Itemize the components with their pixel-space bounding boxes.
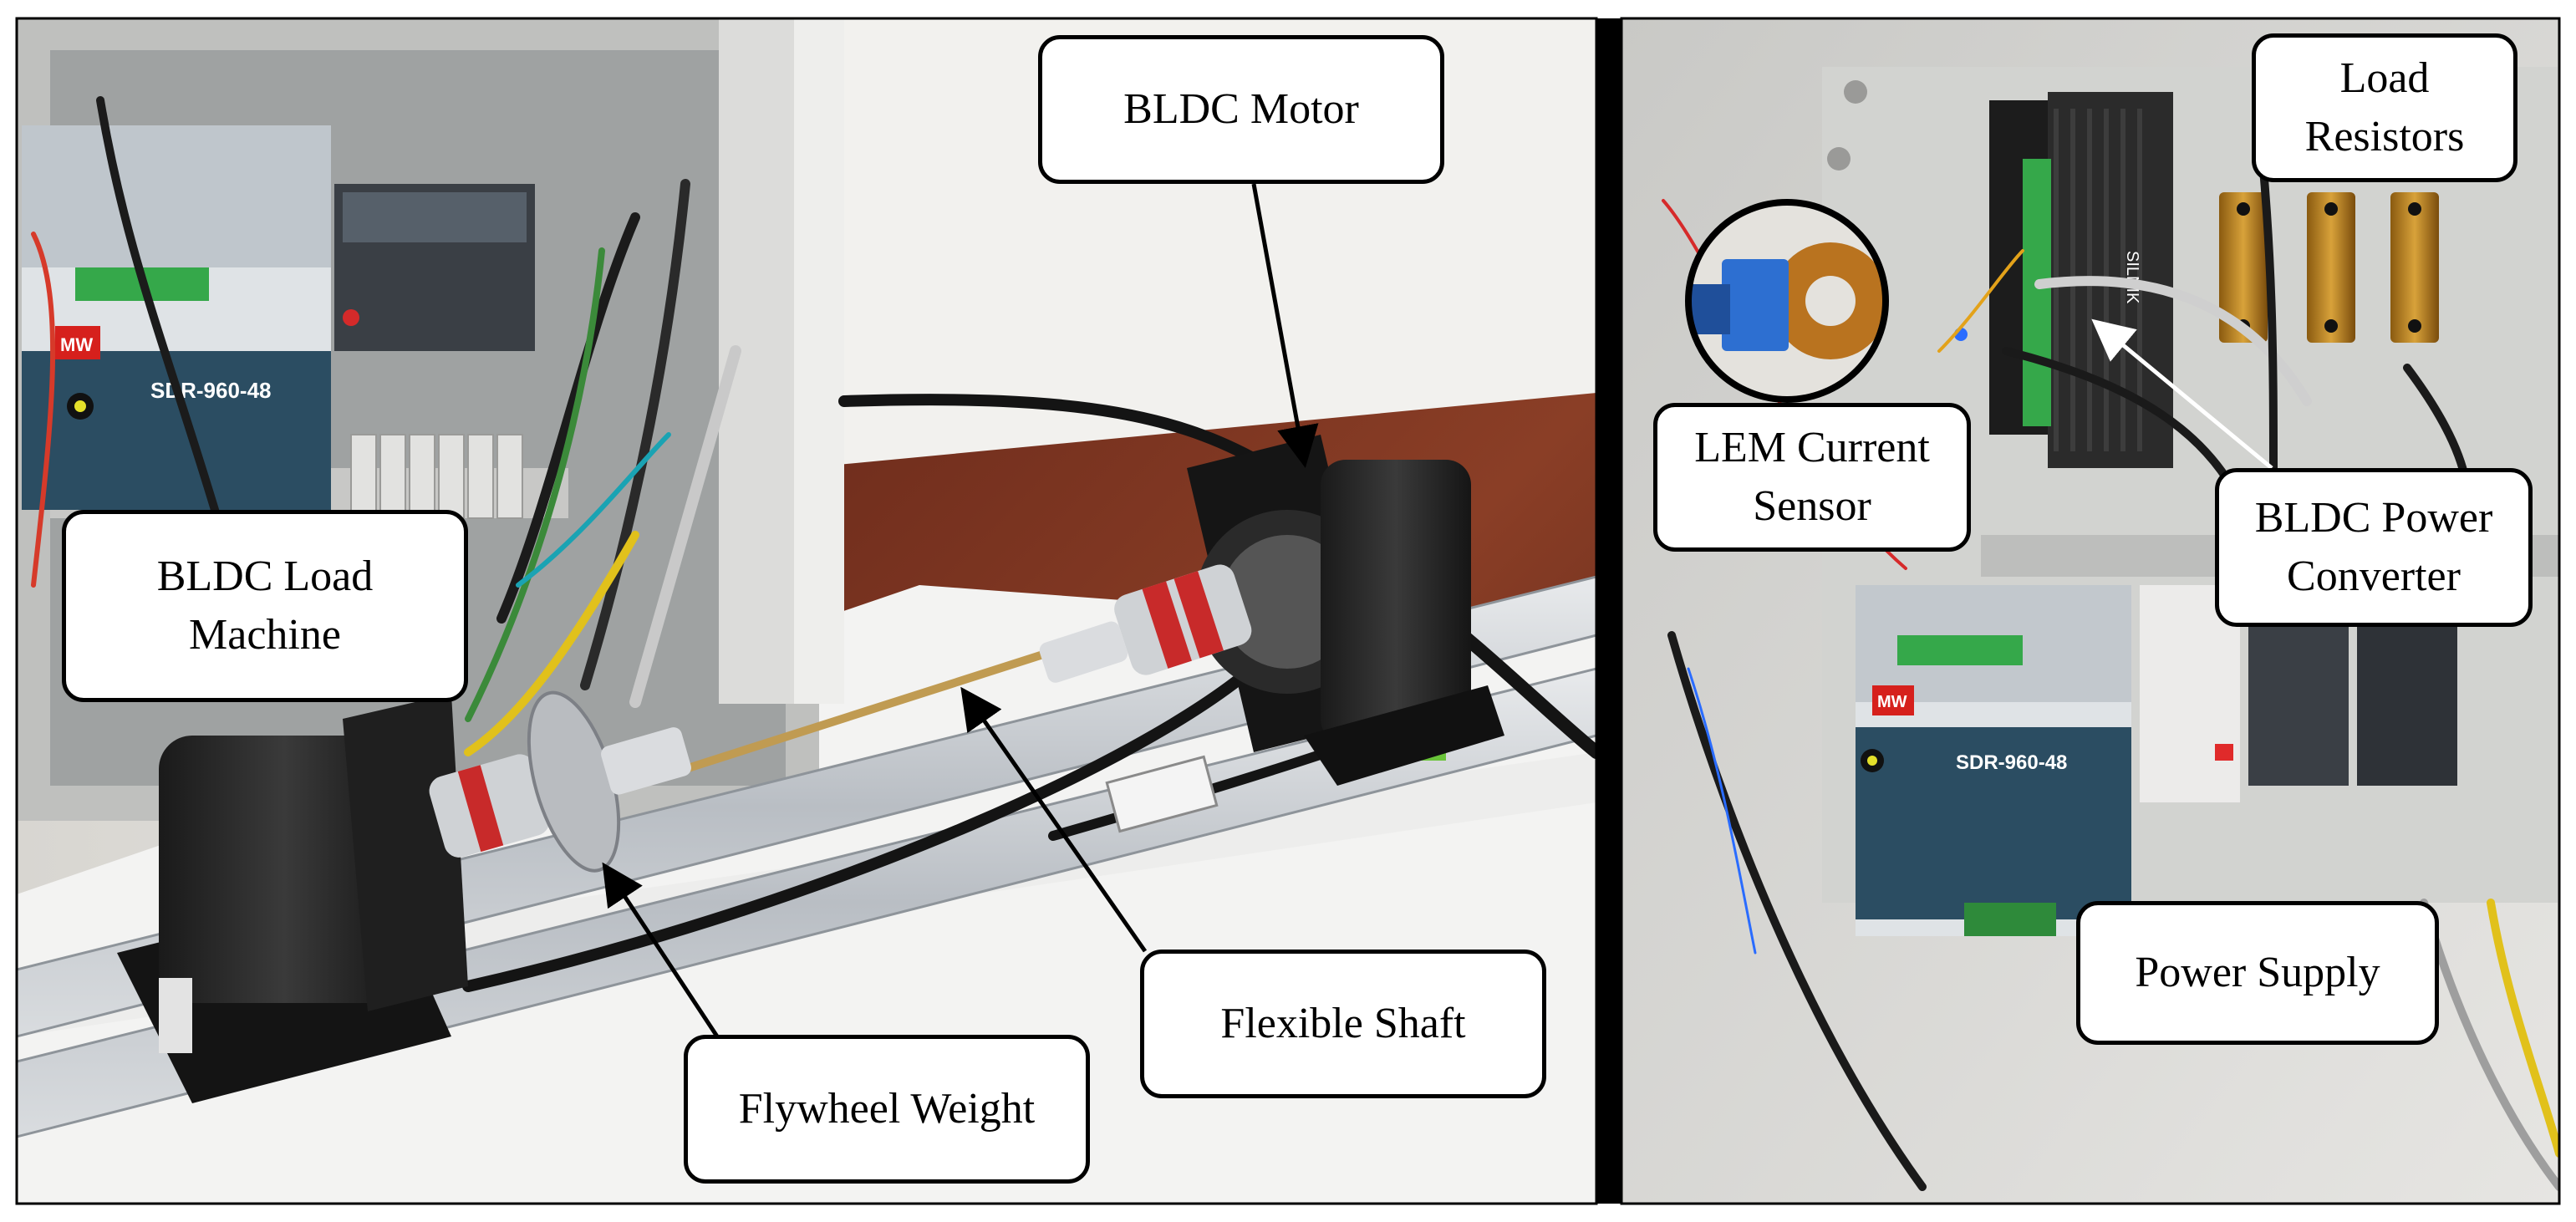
psu-right-model-text: SDR-960-48 [1956,751,2067,774]
psu-brand-text: MW [60,334,93,355]
bldc-load-machine [117,690,691,1103]
label-flywheel-weight: Flywheel Weight [684,1035,1090,1184]
label-load-resistors: Load Resistors [2252,33,2517,182]
power-supply-unit: MW SDR-960-48 [22,125,331,510]
label-flexible-shaft: Flexible Shaft [1140,950,1546,1098]
arrow-bldc-motor [1251,183,1319,468]
label-load-resistors-line1: Load [2339,54,2430,102]
label-lem-current-sensor-line1: LEM Current [1694,424,1930,471]
label-bldc-motor: BLDC Motor [1038,35,1444,184]
label-power-supply: Power Supply [2076,901,2439,1045]
label-bldc-load-machine-line1: BLDC Load [156,552,374,600]
label-bldc-power-converter: BLDC Power Converter [2215,468,2533,627]
label-bldc-load-machine-line2: Machine [189,611,341,659]
label-lem-current-sensor-line2: Sensor [1753,482,1871,530]
label-bldc-motor-text: BLDC Motor [1123,85,1359,133]
bldc-motor [1039,435,1504,786]
label-bldc-power-converter-line1: BLDC Power [2254,494,2493,542]
arrow-flexible-shaft [960,686,1148,953]
psu-right-brand-text: MW [1877,693,1907,711]
arrow-flywheel-weight [602,862,720,1038]
label-flexible-shaft-text: Flexible Shaft [1220,1000,1466,1047]
label-flywheel-weight-text: Flywheel Weight [738,1085,1036,1133]
arrow-bldc-power-converter [2091,318,2273,470]
label-bldc-power-converter-line2: Converter [2287,552,2461,600]
psu-model-text: SDR-960-48 [150,378,272,403]
label-power-supply-text: Power Supply [2135,949,2380,996]
label-bldc-load-machine: BLDC Load Machine [62,510,468,702]
load-resistors [2219,192,2439,343]
lem-sensor-inset [1685,199,1889,403]
label-lem-current-sensor: LEM Current Sensor [1653,403,1971,552]
panel-divider [1596,18,1621,1204]
label-load-resistors-line2: Resistors [2304,113,2465,160]
power-supply-unit-right: MW SDR-960-48 [1856,585,2131,936]
converter-marking-text: SILNIK [2123,251,2141,304]
